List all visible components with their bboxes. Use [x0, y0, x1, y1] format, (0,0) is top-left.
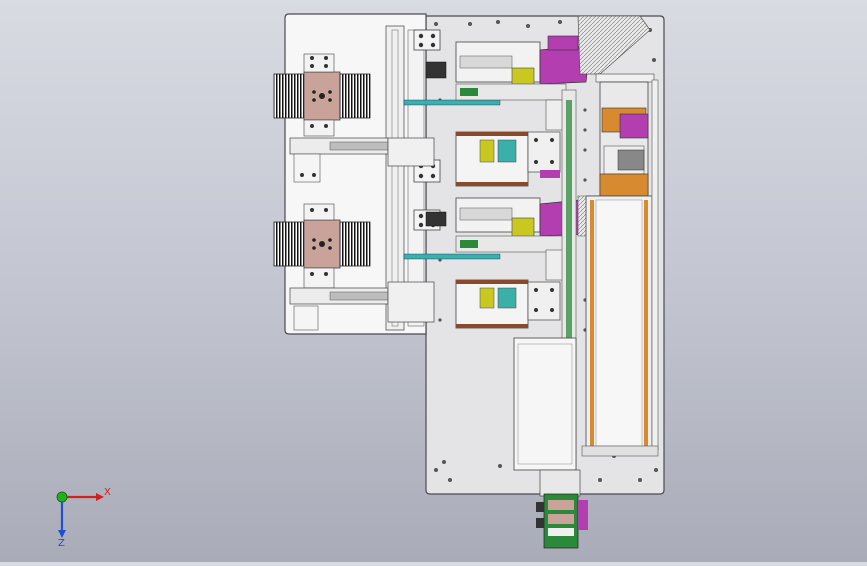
lower-work-station[interactable] — [425, 197, 589, 329]
vertical-rail[interactable] — [385, 25, 405, 331]
y-axis-label: Z — [58, 538, 65, 549]
right-conveyor[interactable] — [577, 15, 659, 457]
lower-transfer-rail[interactable] — [403, 253, 501, 260]
upper-transfer-rail[interactable] — [403, 99, 501, 106]
output-module[interactable] — [536, 469, 588, 549]
upper-work-station[interactable] — [425, 35, 589, 187]
central-feed-chute[interactable] — [513, 89, 577, 471]
upper-linear-axis[interactable] — [289, 137, 435, 183]
top-bracket[interactable] — [413, 29, 441, 51]
x-axis-label: X — [104, 487, 111, 498]
upper-fixture[interactable] — [273, 53, 371, 137]
lower-linear-axis[interactable] — [289, 281, 435, 331]
lower-fixture[interactable] — [273, 203, 371, 289]
z-axis-dot — [56, 491, 68, 503]
coordinate-triad: X Z — [56, 487, 111, 549]
